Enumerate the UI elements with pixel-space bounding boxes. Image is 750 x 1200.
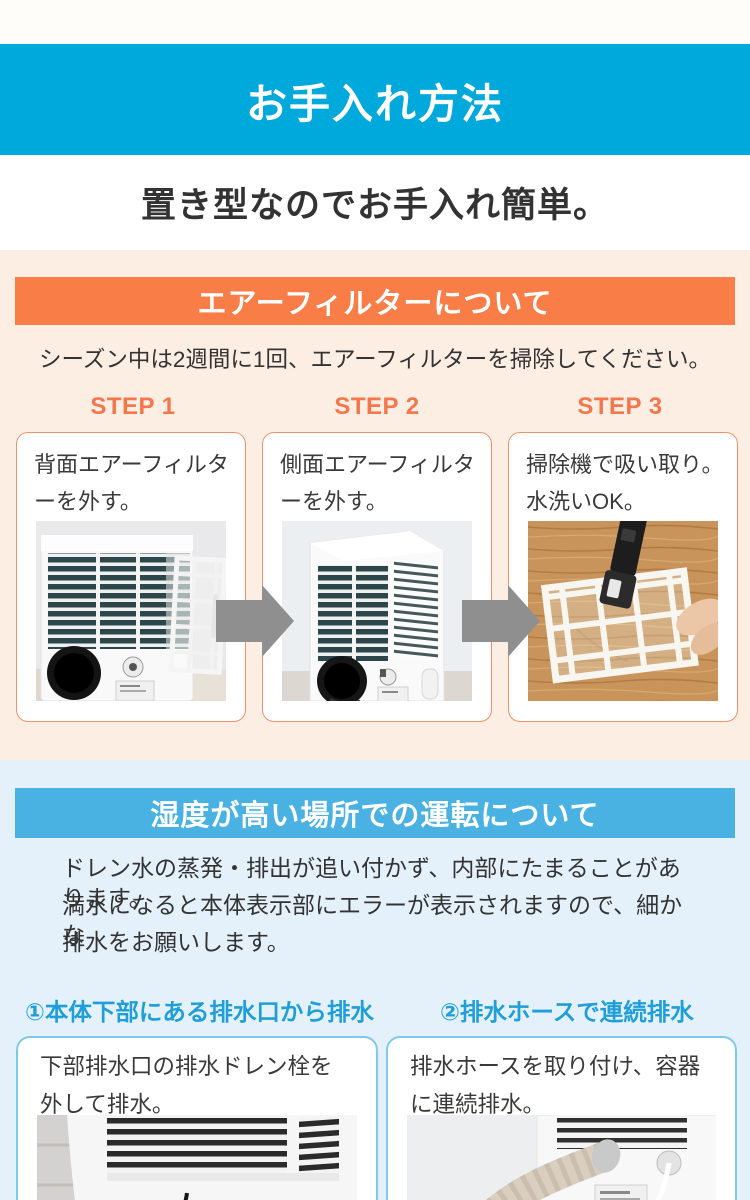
method2-card: 排水ホースを取り付け、容器に連続排水。 [386,1036,737,1200]
ac-side-filter-photo [282,521,472,701]
step2-text: 側面エアーフィルターを外す。 [280,452,475,514]
humidity-banner: 湿度が高い場所での運転について [15,788,735,838]
humidity-body-text: ドレン水の蒸発・排出が追い付かず、内部にたまることがあります。 満水になると本体… [62,853,702,964]
step1-card: 背面エアーフィルターを外す。 [16,432,246,722]
air-filter-section: エアーフィルターについて シーズン中は2週間に1回、エアーフィルターを掃除してく… [0,250,750,760]
humidity-body-line: ドレン水の蒸発・排出が追い付かず、内部にたまることがあります。 [62,855,681,911]
ac-rear-filter-photo [36,521,226,701]
arrow-right-icon [216,585,294,657]
page-title: お手入れ方法 [246,80,504,127]
humidity-body-line: 排水をお願いします。 [62,929,290,955]
method2-text: 排水ホースを取り付け、容器に連続排水。 [410,1054,701,1117]
humidity-section: 湿度が高い場所での運転について ドレン水の蒸発・排出が追い付かず、内部にたまるこ… [0,760,750,1200]
step2-label: STEP 2 [334,393,420,420]
air-filter-banner-label: エアーフィルターについて [197,288,553,320]
subtitle-area: 置き型なのでお手入れ簡単。 [0,155,750,250]
drain-plug-photo [37,1115,357,1200]
main-banner: お手入れ方法 [0,44,750,155]
step2-card: 側面エアーフィルターを外す。 [262,432,492,722]
step3-card: 掃除機で吸い取り。水洗いOK。 [508,432,738,722]
step3-text: 掃除機で吸い取り。水洗いOK。 [526,452,724,514]
method1-text: 下部排水口の排水ドレン栓を外して排水。 [40,1054,333,1117]
method2-heading: ②排水ホースで連続排水 [440,999,694,1025]
drain-hose-photo [407,1115,716,1200]
humidity-body-line: 満水になると本体表示部にエラーが表示されますので、細かな [62,892,683,948]
step1-label: STEP 1 [90,393,176,420]
vacuum-filter-photo [528,521,718,701]
method1-card: 下部排水口の排水ドレン栓を外して排水。 [16,1036,378,1200]
page-subtitle: 置き型なのでお手入れ簡単。 [140,186,609,225]
humidity-banner-label: 湿度が高い場所での運転について [150,800,600,832]
method1-heading: ①本体下部にある排水口から排水 [25,999,374,1025]
step1-text: 背面エアーフィルターを外す。 [34,452,229,514]
air-filter-banner: エアーフィルターについて [15,277,735,325]
air-filter-intro: シーズン中は2週間に1回、エアーフィルターを掃除してください。 [39,347,711,372]
top-strip [0,0,750,44]
step3-label: STEP 3 [577,393,663,420]
arrow-right-icon [462,585,540,657]
